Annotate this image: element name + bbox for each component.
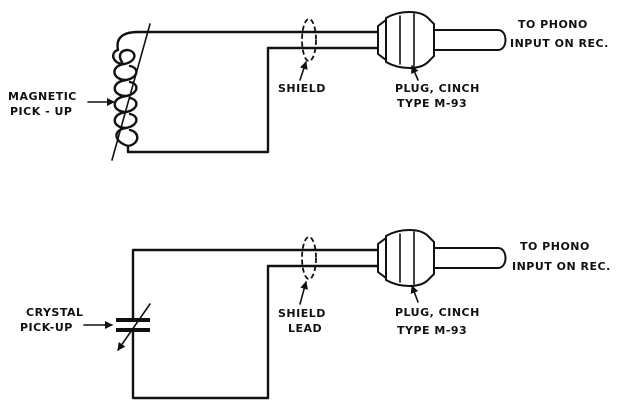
plug-icon (377, 11, 507, 69)
plug-label-line2: TYPE M-93 (397, 324, 467, 337)
plug-label: PLUG, CINCH (395, 306, 480, 319)
plug-icon (377, 229, 507, 287)
arrow-icon (299, 61, 308, 81)
ground-wire-top (126, 46, 380, 154)
shield-label: SHIELD (278, 307, 326, 320)
plug-label-line2: TYPE M-93 (397, 97, 467, 110)
output-label: TO PHONO (520, 240, 590, 253)
arrow-icon (410, 285, 419, 303)
ground-wire-bottom (131, 264, 380, 400)
arrow-icon (299, 281, 309, 305)
pickup-label-line2: PICK-UP (20, 321, 73, 334)
output-label-line2: INPUT ON REC. (512, 260, 611, 273)
output-label: TO PHONO (518, 18, 588, 31)
signal-wire-bottom (131, 248, 380, 320)
coil-icon (111, 23, 151, 161)
arrow-icon (411, 65, 419, 81)
crystal-pickup-circuit: CRYSTAL PICK-UP SHIELD LEAD PLUG, CINCH … (20, 229, 611, 400)
shield-label-line2: LEAD (288, 322, 322, 335)
pickup-label: MAGNETIC (8, 90, 77, 103)
shield-icon (301, 236, 317, 280)
magnetic-pickup-circuit: MAGNETIC PICK - UP SHIELD PLUG, CINCH TY… (8, 11, 609, 161)
crystal-icon (116, 303, 151, 351)
pickup-label-line2: PICK - UP (10, 105, 72, 118)
plug-label: PLUG, CINCH (395, 82, 480, 95)
output-label-line2: INPUT ON REC. (510, 37, 609, 50)
pickup-label: CRYSTAL (26, 306, 84, 319)
shield-label: SHIELD (278, 82, 326, 95)
coil-core-line (111, 23, 151, 161)
shield-icon (301, 18, 317, 62)
